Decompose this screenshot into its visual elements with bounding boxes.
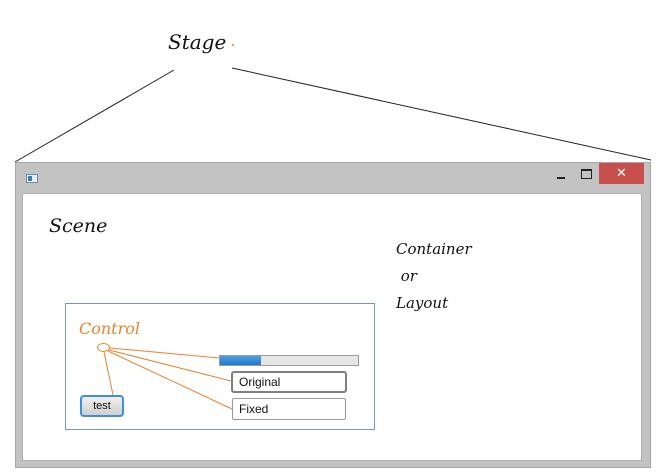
close-icon: ✕ — [616, 166, 627, 181]
progress-bar — [219, 355, 359, 366]
control-marker-circle — [97, 343, 110, 352]
stage-annotation: Stage — [168, 30, 227, 54]
maximize-button[interactable] — [575, 163, 597, 184]
stage-connector-left — [14, 69, 175, 163]
fixed-text-field[interactable]: Fixed — [232, 398, 346, 420]
control-line-button — [103, 351, 114, 396]
stage-marker-dot — [232, 44, 234, 46]
container-annotation-line-2: or — [396, 267, 417, 285]
progress-bar-fill — [220, 356, 262, 365]
scene-annotation: Scene — [49, 215, 108, 237]
control-annotation: Control — [79, 319, 141, 338]
app-window-icon — [26, 174, 38, 183]
original-text-field[interactable]: Original — [231, 371, 347, 393]
container-annotation-line-3: Layout — [396, 294, 449, 312]
control-line-fixed — [107, 350, 233, 410]
test-button[interactable]: test — [80, 395, 124, 417]
title-bar[interactable]: ✕ — [16, 163, 650, 193]
container-annotation: Container or Layout — [396, 236, 472, 317]
stage-connector-right — [231, 67, 652, 161]
control-line-progress — [109, 347, 220, 359]
container-annotation-line-1: Container — [396, 240, 472, 258]
close-button[interactable]: ✕ — [599, 163, 644, 184]
control-line-original — [108, 349, 232, 382]
minimize-button[interactable] — [550, 163, 572, 184]
